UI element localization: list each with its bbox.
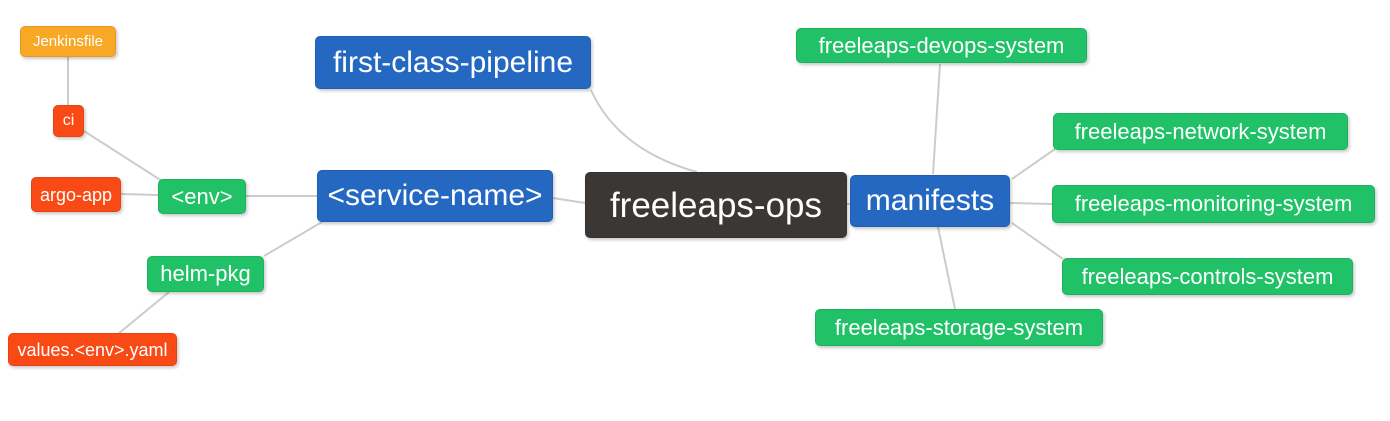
node-argo-app[interactable]: argo-app [31,177,121,212]
node-first-class-pipeline[interactable]: first-class-pipeline [315,36,591,89]
node-values-env-yaml[interactable]: values.<env>.yaml [8,333,177,366]
node-freeleaps-ops[interactable]: freeleaps-ops [585,172,847,238]
node-service-name[interactable]: <service-name> [317,170,553,222]
node-freeleaps-devops-system[interactable]: freeleaps-devops-system [796,28,1087,63]
edge-helm-pkg-values-env-yaml [117,291,170,335]
edge-service-name-freeleaps-ops [552,197,586,204]
edge-argo-app-env [120,193,159,196]
edge-manifests-freeleaps-controls-system [1011,222,1064,260]
edge-ci-env [83,130,163,182]
edge-helm-pkg-service-name [263,221,323,257]
edge-manifests-freeleaps-storage-system [937,226,956,310]
node-manifests[interactable]: manifests [850,175,1010,227]
node-freeleaps-controls-system[interactable]: freeleaps-controls-system [1062,258,1353,295]
node-jenkinsfile[interactable]: Jenkinsfile [20,26,116,57]
node-ci[interactable]: ci [53,105,84,137]
node-freeleaps-network-system[interactable]: freeleaps-network-system [1053,113,1348,150]
edge-manifests-freeleaps-devops-system [932,63,941,175]
edge-first-class-pipeline-freeleaps-ops [590,89,698,173]
node-helm-pkg[interactable]: helm-pkg [147,256,264,292]
edge-manifests-freeleaps-monitoring-system [1009,202,1053,205]
node-freeleaps-monitoring-system[interactable]: freeleaps-monitoring-system [1052,185,1375,223]
node-freeleaps-storage-system[interactable]: freeleaps-storage-system [815,309,1103,346]
node-env[interactable]: <env> [158,179,246,214]
edge-manifests-freeleaps-network-system [1011,148,1056,180]
